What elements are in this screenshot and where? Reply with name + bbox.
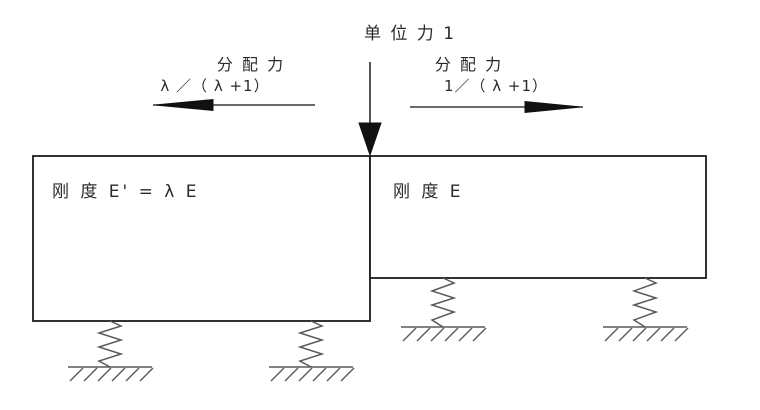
spring-icon — [429, 277, 457, 328]
left-beam-rect — [32, 155, 371, 322]
right-beam — [369, 155, 707, 279]
right-distribution-arrow-icon — [410, 100, 583, 114]
spring-icon — [96, 320, 124, 368]
springs — [96, 277, 659, 368]
left-distribution-label: 分 配 力 — [216, 55, 286, 74]
left-distribution-arrowhead — [154, 98, 214, 112]
unit-force-arrow-icon — [358, 62, 382, 157]
right-distribution-label: 分 配 力 — [434, 55, 504, 74]
unit-force-label: 单 位 力 1 — [363, 24, 457, 44]
grounds — [68, 326, 689, 382]
left-beam — [32, 155, 371, 322]
spring-icon — [297, 320, 325, 368]
ground-hatch-icon — [401, 326, 487, 342]
ground-hatch-icon — [269, 366, 355, 382]
left-distribution-formula: λ ／（ λ +1） — [160, 77, 270, 95]
unit-force-arrowhead — [358, 122, 382, 157]
right-beam-rect — [369, 155, 707, 279]
left-beam-label: 刚 度 E' = λ E — [52, 182, 200, 202]
left-distribution-arrow-icon — [153, 98, 315, 112]
spring-icon — [631, 277, 659, 328]
ground-hatch-icon — [68, 366, 154, 382]
right-distribution-formula: 1／（ λ +1） — [443, 77, 549, 95]
ground-hatch-icon — [603, 326, 689, 342]
right-distribution-arrowhead — [524, 100, 582, 114]
right-beam-label: 刚 度 E — [393, 182, 464, 202]
